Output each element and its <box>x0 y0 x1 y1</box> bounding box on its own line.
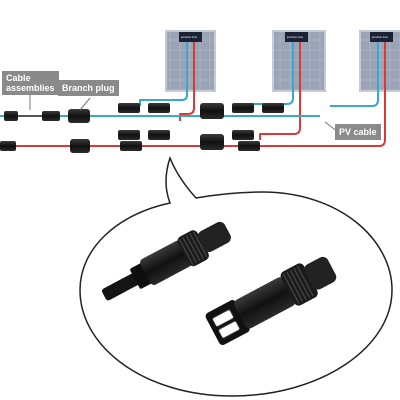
panel-leads <box>139 42 386 147</box>
panel-2-junction-label: junction box <box>286 35 304 39</box>
mc4-connector-icon <box>118 103 140 113</box>
branch-connector-icon <box>70 139 90 153</box>
mc4-connector-icon <box>0 141 16 151</box>
mc4-connector-icon <box>232 103 254 113</box>
cable-assemblies-label-line1: Cable <box>6 73 31 83</box>
mc4-connector-icon <box>148 130 170 140</box>
speech-bubble-icon <box>79 155 393 397</box>
mc4-connector-icon <box>102 221 231 301</box>
panel-1-positive-lead <box>179 42 195 121</box>
mc4-connector-icon <box>148 103 170 113</box>
mc4-connector-icon <box>118 130 140 140</box>
branch-connector-icon <box>200 134 224 150</box>
cable-assemblies-label: Cable assemblies <box>2 71 59 95</box>
panel-3-junction-label: junction box <box>371 35 389 39</box>
panel-1-negative-lead <box>139 42 188 106</box>
mc4-connector-icon <box>120 141 142 151</box>
panel-3-negative-lead <box>330 42 379 107</box>
mc4-connector-icon <box>262 103 284 113</box>
cable-assemblies-label-line2: assemblies <box>6 83 55 93</box>
connectors <box>0 103 284 153</box>
panel-1-junction-label: junction box <box>180 35 198 39</box>
panel-3-positive-lead <box>300 42 386 147</box>
pv-cable-label: PV cable <box>335 124 381 140</box>
branch-connector-icon <box>68 109 90 123</box>
panel-2-negative-lead <box>239 42 294 108</box>
branch-plug-pointer <box>79 97 91 111</box>
branch-plug-label: Branch plug <box>58 80 119 96</box>
mc4-connector-icon <box>205 256 337 345</box>
mc4-connector-icon <box>238 141 260 151</box>
panel-2-positive-lead <box>259 42 301 140</box>
branch-connector-icon <box>200 103 224 119</box>
branch-connector-icon <box>4 111 18 121</box>
solar-panel-icon: junction box <box>165 30 216 92</box>
mc4-connector-icon <box>42 111 60 121</box>
solar-panel-icon: junction box <box>359 30 400 92</box>
mc4-connector-icon <box>232 130 254 140</box>
